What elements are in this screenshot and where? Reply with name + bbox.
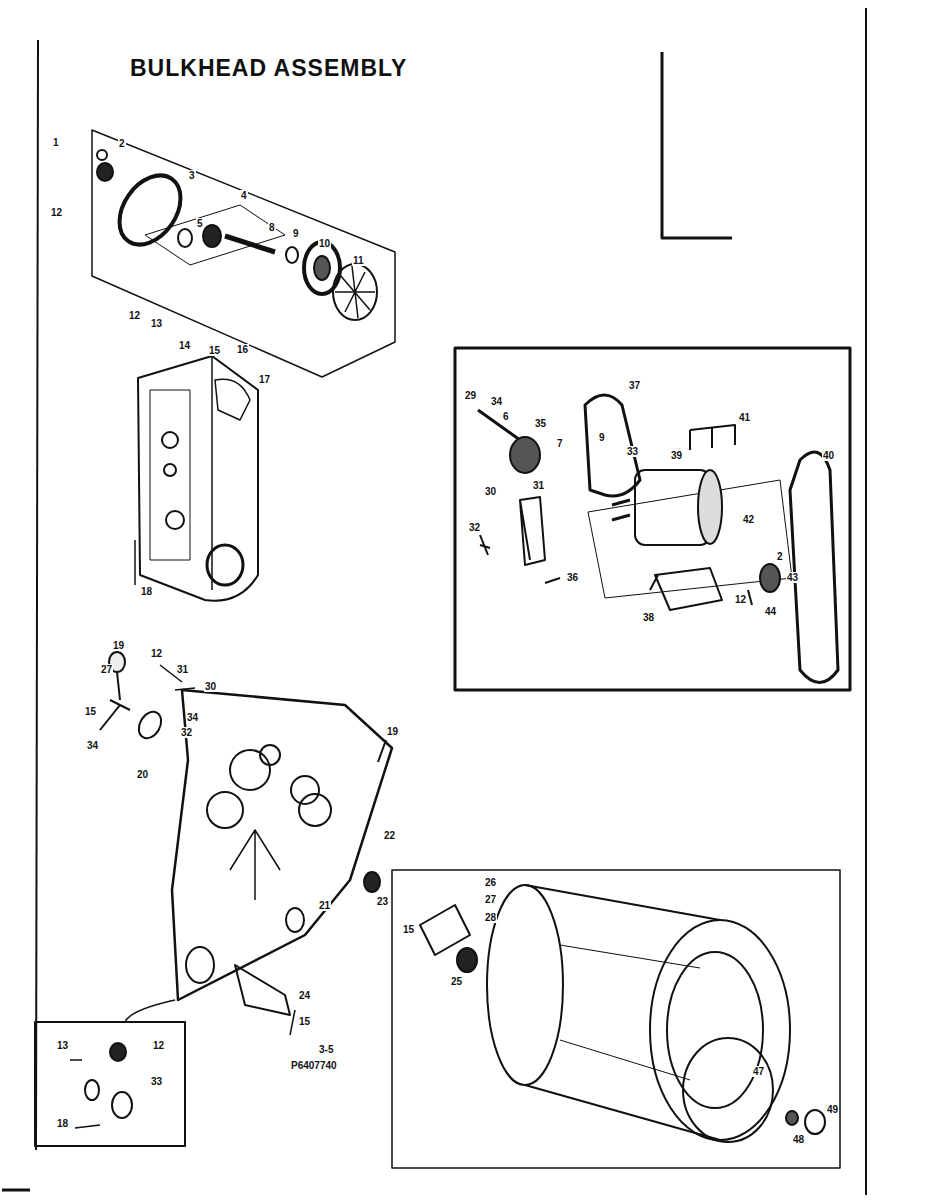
callout-number: 2 xyxy=(776,551,784,562)
callout-number: 34 xyxy=(490,396,503,407)
callout-number: 33 xyxy=(150,1076,163,1087)
callout-number: 24 xyxy=(298,990,311,1001)
callout-number: 18 xyxy=(56,1118,69,1129)
callout-number: 16 xyxy=(236,344,249,355)
callout-number: 30 xyxy=(484,486,497,497)
callout-number: 41 xyxy=(738,412,751,423)
callout-number: 35 xyxy=(534,418,547,429)
callout-number: 2 xyxy=(118,138,126,149)
callout-number: 9 xyxy=(292,228,300,239)
callout-number: 27 xyxy=(100,664,113,675)
diagram-title: BULKHEAD ASSEMBLY xyxy=(130,55,407,81)
callout-number: 40 xyxy=(822,450,835,461)
callout-number: 39 xyxy=(670,450,683,461)
callout-number: 12 xyxy=(150,648,163,659)
callout-number: 21 xyxy=(318,900,331,911)
callout-number: 48 xyxy=(792,1134,805,1145)
callout-number: 19 xyxy=(386,726,399,737)
callout-number: 37 xyxy=(628,380,641,391)
callout-number: 44 xyxy=(764,606,777,617)
callout-number: 38 xyxy=(642,612,655,623)
callout-number: 13 xyxy=(56,1040,69,1051)
callout-number: 25 xyxy=(450,976,463,987)
callout-number: 22 xyxy=(383,830,396,841)
callout-number: 10 xyxy=(318,238,331,249)
callout-number: 13 xyxy=(150,318,163,329)
callout-number: 11 xyxy=(352,255,365,266)
callout-number: 28 xyxy=(484,912,497,923)
callout-number: 31 xyxy=(176,664,189,675)
callout-number: 42 xyxy=(742,514,755,525)
callout-number: 1 xyxy=(52,137,60,148)
callout-number: 32 xyxy=(180,727,193,738)
callout-number: 8 xyxy=(268,222,276,233)
callout-number: 15 xyxy=(402,924,415,935)
callout-number: 26 xyxy=(484,877,497,888)
callout-number: 34 xyxy=(186,712,199,723)
callout-number: 6 xyxy=(502,411,510,422)
callout-number: 4 xyxy=(240,190,248,201)
callout-number: 18 xyxy=(140,586,153,597)
callout-number: 23 xyxy=(376,896,389,907)
callout-number: 36 xyxy=(566,572,579,583)
callout-number: 20 xyxy=(136,769,149,780)
callout-number: 7 xyxy=(556,438,564,449)
callout-number: 15 xyxy=(208,345,221,356)
callout-number: 12 xyxy=(152,1040,165,1051)
callout-number: 27 xyxy=(484,894,497,905)
callout-number: 19 xyxy=(112,640,125,651)
callout-number: 47 xyxy=(752,1066,765,1077)
callout-number: 14 xyxy=(178,340,191,351)
callout-number: 5 xyxy=(196,218,204,229)
callout-number: 9 xyxy=(598,432,606,443)
callout-number: 33 xyxy=(626,446,639,457)
callout-number: 29 xyxy=(464,390,477,401)
callout-number: 12 xyxy=(734,594,747,605)
callout-number: 17 xyxy=(258,374,271,385)
callout-number: 43 xyxy=(786,572,799,583)
callout-number: 12 xyxy=(128,310,141,321)
callout-number: 34 xyxy=(86,740,99,751)
callout-number: 3-5 xyxy=(318,1044,334,1055)
callout-number: 15 xyxy=(84,706,97,717)
callout-number: 12 xyxy=(50,207,63,218)
callout-number: 49 xyxy=(826,1104,839,1115)
part-number: P6407740 xyxy=(290,1060,338,1071)
callout-number: 30 xyxy=(204,681,217,692)
callout-number: 31 xyxy=(532,480,545,491)
callout-number: 32 xyxy=(468,522,481,533)
callout-number: 15 xyxy=(298,1016,311,1027)
callout-number: 3 xyxy=(188,170,196,181)
